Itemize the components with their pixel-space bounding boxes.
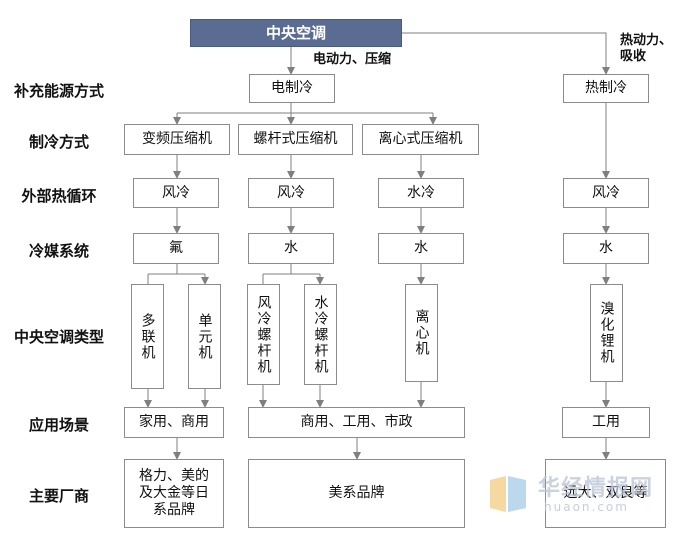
connector-top-to-thermal bbox=[402, 32, 610, 75]
node-refrigerant-c3: 水 bbox=[378, 233, 464, 264]
connector-c1-types bbox=[147, 264, 206, 284]
node-mfr-c4: 远大、双良等 bbox=[545, 459, 666, 528]
connector-electric-split bbox=[177, 103, 433, 114]
connector-c1-arrows bbox=[147, 276, 205, 284]
energy-electric-label: 电动力、压缩 bbox=[313, 52, 392, 67]
node-heat-c4: 风冷 bbox=[563, 178, 649, 208]
watermark: 华经情报网 huaon.com bbox=[488, 470, 668, 520]
node-refrigerant-c4: 水 bbox=[563, 233, 649, 264]
energy-thermal-label: 热动力、 吸收 bbox=[620, 33, 673, 65]
node-app-c1: 家用、商用 bbox=[124, 407, 224, 438]
node-heat-c1: 风冷 bbox=[133, 178, 219, 208]
node-compressor-screw: 螺杆式压缩机 bbox=[238, 124, 353, 155]
row-label-manufacturers: 主要厂商 bbox=[28, 487, 89, 505]
row-label-ac-types: 中央空调类型 bbox=[13, 328, 104, 346]
node-type-water-screw: 水冷螺杆机 bbox=[304, 284, 337, 385]
node-type-multi: 多联机 bbox=[131, 284, 164, 389]
node-mfr-c1: 格力、美的 及大金等日 系品牌 bbox=[124, 459, 224, 528]
row-label-applications: 应用场景 bbox=[28, 416, 89, 434]
node-mfr-c23: 美系品牌 bbox=[248, 459, 465, 528]
node-type-centrifugal: 离心机 bbox=[405, 284, 438, 382]
watermark-text-cn: 华经情报网 bbox=[538, 476, 654, 501]
row-label-refrigeration: 制冷方式 bbox=[28, 133, 89, 151]
row-label-refrigerant: 冷媒系统 bbox=[28, 242, 89, 260]
node-heat-c2: 风冷 bbox=[248, 178, 334, 208]
watermark-text-en: huaon.com bbox=[544, 500, 629, 514]
node-type-air-screw: 风冷螺杆机 bbox=[247, 284, 280, 385]
node-type-unit: 单元机 bbox=[188, 284, 221, 389]
node-electric: 电制冷 bbox=[249, 74, 335, 103]
node-thermal: 热制冷 bbox=[563, 74, 649, 103]
node-app-c4: 工用 bbox=[562, 407, 650, 438]
row-label-heat-cycle: 外部热循环 bbox=[21, 187, 97, 205]
connector-c2-arrows bbox=[262, 274, 320, 284]
connector-c2-types bbox=[263, 264, 320, 275]
node-refrigerant-c2: 水 bbox=[248, 233, 334, 264]
node-app-c23: 商用、工用、市政 bbox=[248, 407, 465, 438]
node-compressor-inverter: 变频压缩机 bbox=[124, 124, 230, 155]
node-type-lithium-bromide: 溴化锂机 bbox=[590, 284, 623, 382]
node-central-ac: 中央空调 bbox=[190, 19, 402, 47]
node-refrigerant-c1: 氟 bbox=[133, 233, 219, 264]
node-compressor-centrifugal: 离心式压缩机 bbox=[362, 124, 479, 155]
node-heat-c3: 水冷 bbox=[378, 178, 464, 208]
row-label-supplement: 补充能源方式 bbox=[13, 82, 104, 100]
watermark-logo-icon bbox=[490, 476, 526, 512]
